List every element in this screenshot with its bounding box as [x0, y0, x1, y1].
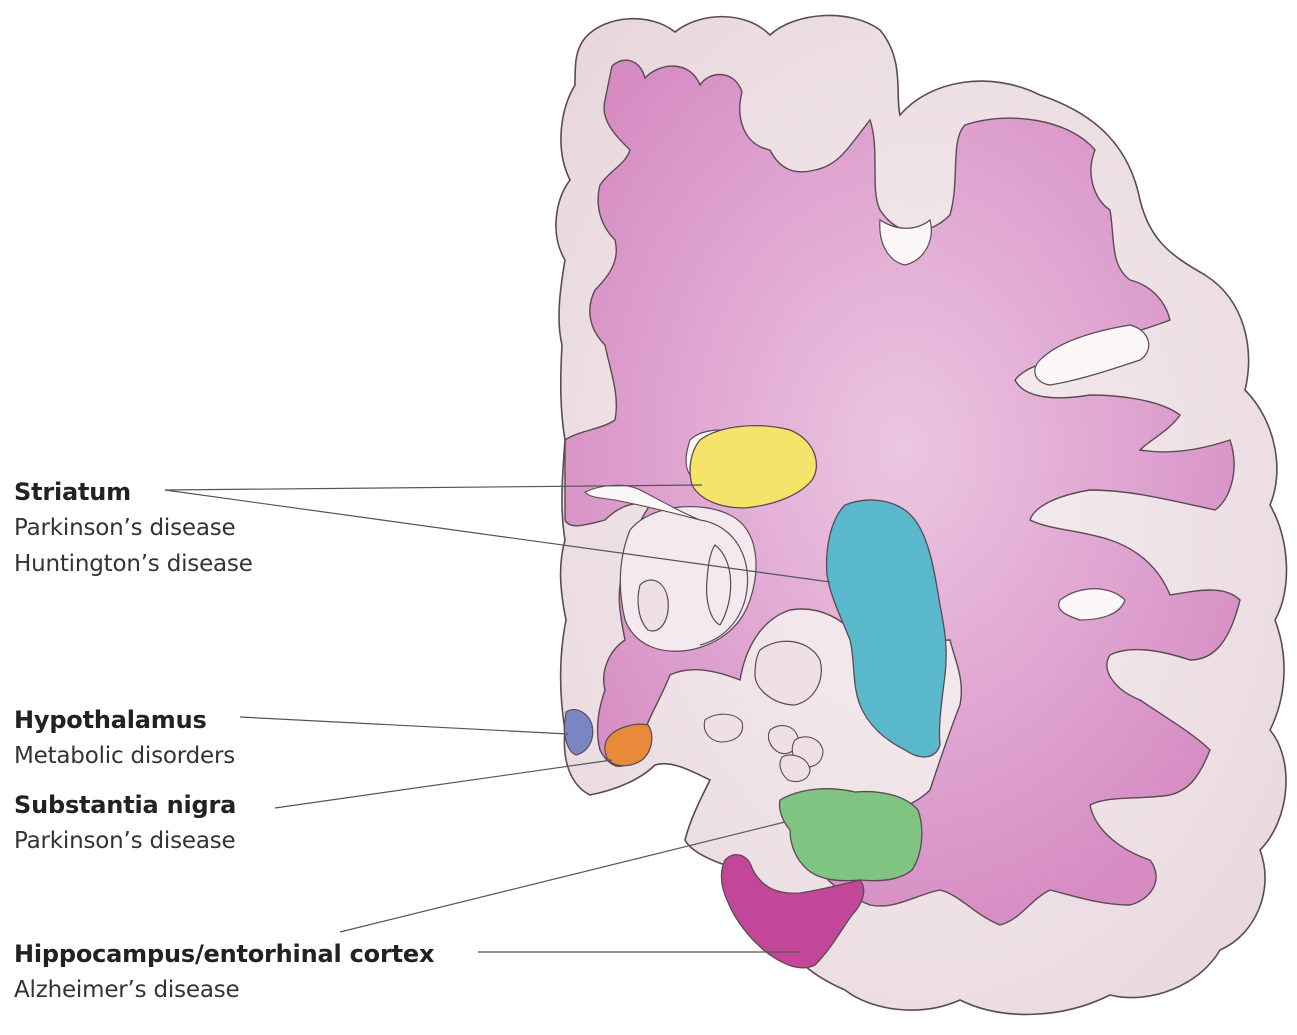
hypothalamus-title: Hypothalamus: [14, 702, 235, 738]
thalamus-left: [638, 580, 668, 631]
label-striatum: Striatum Parkinson’s disease Huntington’…: [14, 474, 253, 582]
mammillary-body-a: [704, 714, 742, 742]
striatum-disease-1: Parkinson’s disease: [14, 510, 253, 546]
label-hippocampus: Hippocampus/entorhinal cortex Alzheimer’…: [14, 936, 434, 1008]
hypothalamus-disease-1: Metabolic disorders: [14, 738, 235, 774]
striatum-disease-2: Huntington’s disease: [14, 546, 253, 582]
substantia-nigra-disease-1: Parkinson’s disease: [14, 823, 236, 859]
substantia-nigra-title: Substantia nigra: [14, 787, 236, 823]
leader-hypothalamus: [240, 717, 568, 734]
leader-substantia-nigra: [275, 760, 612, 808]
label-substantia-nigra: Substantia nigra Parkinson’s disease: [14, 787, 236, 859]
striatum-title: Striatum: [14, 474, 253, 510]
hippocampus-disease-1: Alzheimer’s disease: [14, 972, 434, 1008]
label-hypothalamus: Hypothalamus Metabolic disorders: [14, 702, 235, 774]
leader-hippocampus: [340, 822, 785, 932]
hippocampus-title: Hippocampus/entorhinal cortex: [14, 936, 434, 972]
